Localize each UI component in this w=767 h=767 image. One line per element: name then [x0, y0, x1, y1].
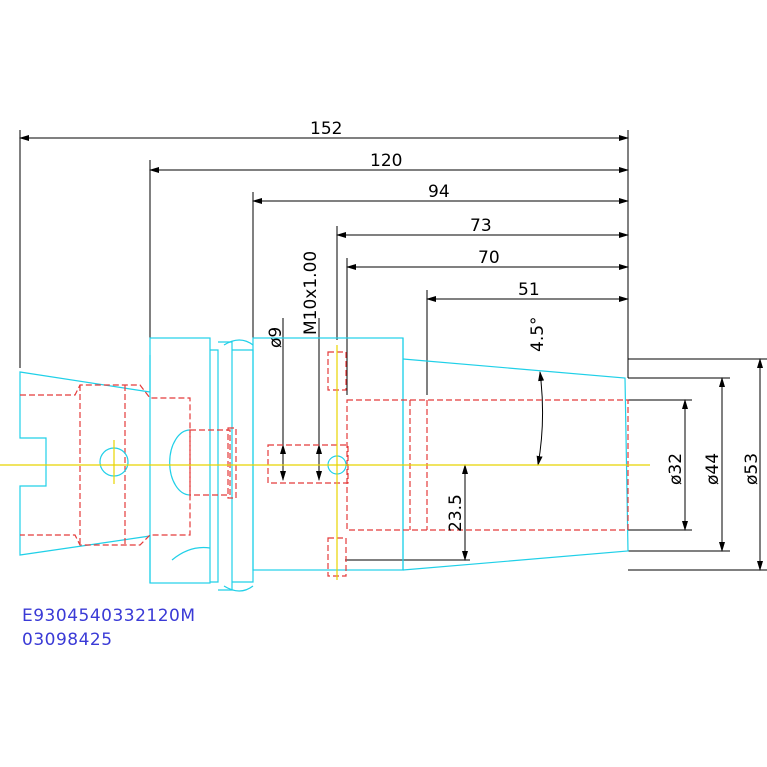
- dim-dia44: ø44: [703, 453, 723, 485]
- dim-dia32: ø32: [666, 453, 686, 485]
- dim-angle: 4.5°: [528, 316, 548, 352]
- dim-depth: 23.5: [446, 494, 466, 532]
- dim-94: 94: [428, 182, 450, 202]
- dim-73: 73: [470, 216, 492, 236]
- dim-152: 152: [310, 119, 342, 139]
- dim-dia9: ø9: [266, 327, 286, 348]
- dimension-lines: [19, 130, 767, 571]
- serial-number: 03098425: [22, 630, 113, 650]
- dim-thread: M10x1.00: [301, 251, 321, 335]
- center-lines: [0, 345, 650, 580]
- part-number: E9304540332120M: [22, 606, 196, 626]
- dim-120: 120: [370, 151, 402, 171]
- dim-70: 70: [478, 248, 500, 268]
- dim-dia53: ø53: [742, 453, 762, 485]
- dim-51: 51: [518, 280, 540, 300]
